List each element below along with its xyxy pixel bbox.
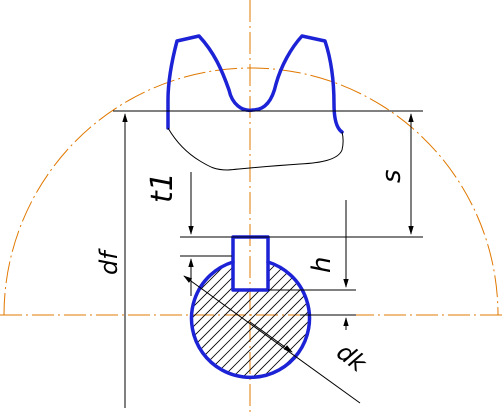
label-df: df: [95, 248, 123, 275]
dk-dimension-line: [183, 275, 361, 404]
label-h: h: [307, 257, 337, 273]
hatch-line: [219, 262, 310, 378]
gear-break-line: [167, 127, 344, 171]
label-s: s: [377, 169, 407, 183]
label-t1: t1: [145, 172, 180, 203]
hatch-line: [249, 262, 310, 378]
hatch-line: [259, 262, 310, 378]
gear-teeth-outline: [166, 34, 344, 134]
hatch-line: [229, 262, 310, 378]
hatch-line: [191, 262, 241, 378]
shaft-outline: [189, 260, 312, 380]
hatch-line: [209, 262, 310, 378]
hatch-line: [191, 262, 251, 378]
root-circle-arc: [3, 67, 499, 316]
label-dk: dk: [331, 338, 372, 379]
dk-arrow-tip: [249, 321, 293, 353]
